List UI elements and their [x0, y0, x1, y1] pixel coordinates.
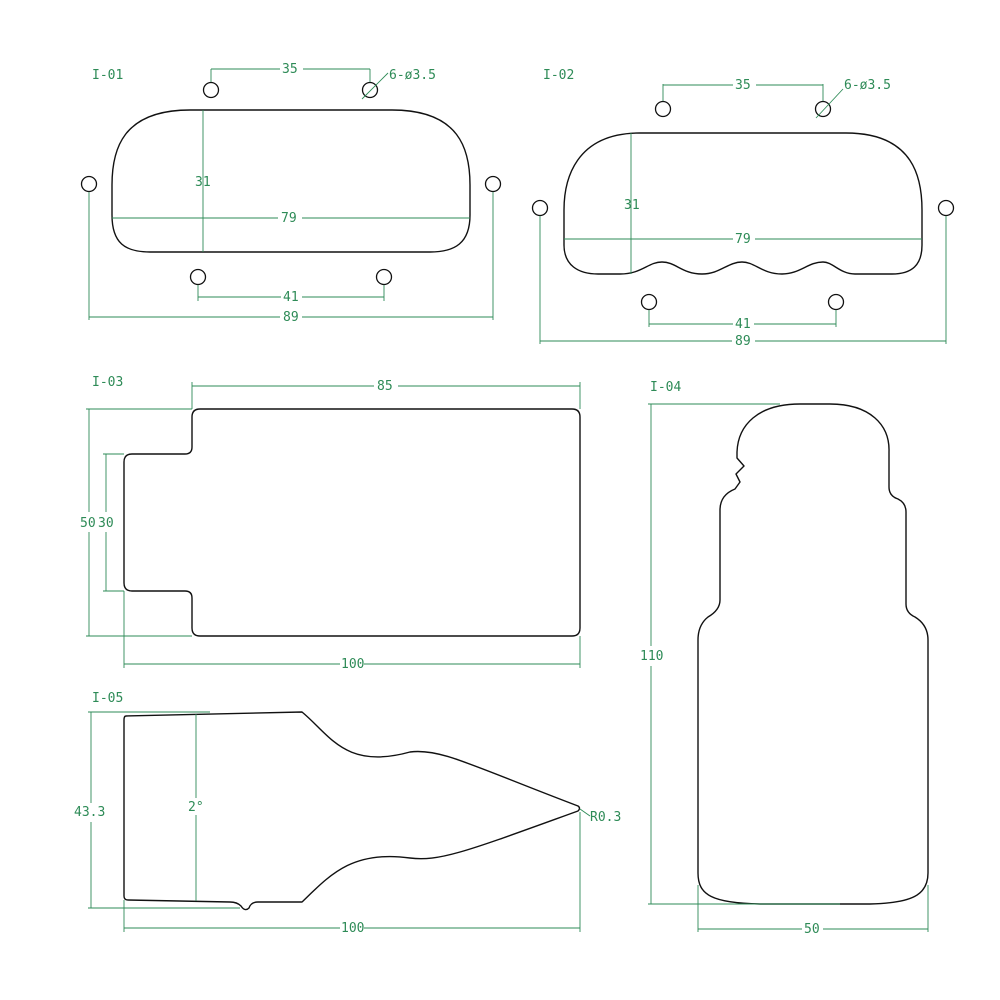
body-width-dimension-text: 79 [735, 232, 751, 247]
mounting-hole [640, 293, 658, 311]
mounting-hole [827, 293, 845, 311]
part-label: I-05 [92, 691, 123, 706]
overall-width-text: 100 [341, 657, 364, 672]
body-width-dimension-text: 79 [281, 211, 297, 226]
part-outline [697, 403, 929, 905]
height-dimension-text: 31 [195, 175, 211, 190]
part-i02: I-02 31 79 35 6-ø3.5 41 89 [531, 68, 955, 349]
height-dimension-text: 31 [624, 198, 640, 213]
top-hole-spacing-text: 35 [282, 62, 298, 77]
overall-width-text: 89 [283, 310, 299, 325]
mounting-hole [189, 268, 207, 286]
body-width-text: 85 [377, 379, 393, 394]
part-label: I-02 [543, 68, 574, 83]
overall-width-text: 89 [735, 334, 751, 349]
bottom-hole-spacing-text: 41 [283, 290, 299, 305]
part-i05: I-05 43.3 2° R0.3 100 [74, 691, 621, 936]
part-outline [563, 132, 923, 275]
mounting-hole [531, 199, 549, 217]
mounting-hole [375, 268, 393, 286]
top-hole-spacing-text: 35 [735, 78, 751, 93]
mounting-hole [654, 100, 672, 118]
hole-callout-leader [815, 88, 844, 119]
mounting-hole [814, 100, 832, 118]
width-dimension-text: 100 [341, 921, 364, 936]
tip-radius-text: R0.3 [590, 810, 621, 825]
mounting-hole [80, 175, 98, 193]
part-i03: I-03 85 50 30 100 [80, 375, 581, 672]
tip-radius-leader [579, 808, 591, 817]
overall-height-text: 50 [80, 516, 96, 531]
mounting-hole [202, 81, 220, 99]
part-i04: I-04 110 50 [640, 380, 929, 937]
hole-callout-text: 6-ø3.5 [844, 78, 891, 93]
height-dimension-text: 110 [640, 649, 663, 664]
hole-callout-leader [361, 72, 389, 100]
part-outline [123, 711, 581, 911]
height-dimension-text: 43.3 [74, 805, 105, 820]
tab-height-text: 30 [98, 516, 114, 531]
mounting-hole [937, 199, 955, 217]
mounting-hole [484, 175, 502, 193]
angle-text: 2° [188, 800, 204, 815]
part-label: I-04 [650, 380, 681, 395]
part-outline [123, 408, 581, 637]
part-label: I-03 [92, 375, 123, 390]
bottom-hole-spacing-text: 41 [735, 317, 751, 332]
part-label: I-01 [92, 68, 123, 83]
width-dimension-text: 50 [804, 922, 820, 937]
hole-callout-text: 6-ø3.5 [389, 68, 436, 83]
part-outline [111, 109, 471, 253]
part-i01: I-01 31 79 35 6-ø3.5 41 89 [80, 62, 502, 325]
mounting-hole [361, 81, 379, 99]
